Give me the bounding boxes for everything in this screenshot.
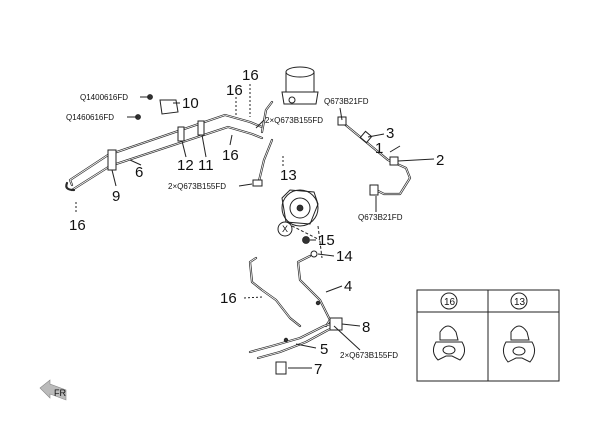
clip-13-drawing bbox=[502, 325, 536, 363]
callout-labels: 1 2 3 4 5 6 7 8 9 10 11 12 13 14 15 16 1… bbox=[69, 67, 444, 378]
code-q1400616fd: Q1400616FD bbox=[80, 93, 128, 102]
callout-4: 4 bbox=[344, 278, 352, 295]
callout-9: 9 bbox=[112, 188, 120, 205]
pressure-line-assembly bbox=[65, 94, 274, 192]
callout-16-top: 16 bbox=[242, 67, 259, 84]
front-label: FR bbox=[54, 388, 66, 398]
code-q673b21-low: Q673B21FD bbox=[358, 213, 403, 222]
washer-14 bbox=[310, 250, 318, 258]
callout-16-lower: 16 bbox=[220, 290, 237, 307]
view-x-label: X bbox=[282, 224, 288, 234]
pipe-clamp-9 bbox=[107, 149, 117, 171]
legend-label-13: 13 bbox=[514, 297, 526, 308]
callout-3: 3 bbox=[386, 125, 394, 142]
front-direction-arrow-icon: FR bbox=[39, 379, 66, 401]
bracket-10 bbox=[159, 99, 179, 115]
callout-16-mid: 16 bbox=[226, 82, 243, 99]
legend-circle-16 bbox=[440, 292, 458, 310]
callout-2: 2 bbox=[436, 152, 444, 169]
legend-label-16: 16 bbox=[444, 297, 456, 308]
legend-circle-13 bbox=[510, 292, 528, 310]
code-q673b155-mid: 2×Q673B155FD bbox=[168, 182, 226, 191]
leader-lines bbox=[75, 84, 435, 369]
pipe-end-lower bbox=[369, 184, 379, 196]
steering-pump: X bbox=[277, 189, 323, 259]
clamp-2 bbox=[389, 156, 399, 166]
callout-15: 15 bbox=[318, 232, 335, 249]
pipe-clamp-11 bbox=[197, 120, 205, 136]
callout-14: 14 bbox=[336, 248, 353, 265]
callout-6: 6 bbox=[135, 164, 143, 181]
pipe-clamp-12 bbox=[177, 126, 185, 142]
lower-hose-assembly bbox=[248, 236, 343, 375]
clip-16-drawing bbox=[432, 325, 466, 361]
clip-detail-legend: 16 13 bbox=[416, 289, 560, 382]
code-q673b21-top: Q673B21FD bbox=[324, 97, 369, 106]
clamp-3 bbox=[359, 130, 373, 144]
callout-11: 11 bbox=[198, 157, 214, 174]
return-pipe-1 bbox=[337, 116, 412, 196]
part-code-labels: Q1400616FD Q1460616FD 2×Q673B155FD 2×Q67… bbox=[66, 93, 403, 360]
callout-5: 5 bbox=[320, 341, 328, 358]
code-q673b155-top: 2×Q673B155FD bbox=[265, 116, 323, 125]
view-x-marker bbox=[277, 221, 293, 237]
callout-1: 1 bbox=[375, 140, 383, 157]
callout-16-clip: 16 bbox=[222, 147, 239, 164]
callout-16-left: 16 bbox=[69, 217, 86, 234]
clamp-7 bbox=[275, 361, 287, 375]
callout-10: 10 bbox=[182, 95, 199, 112]
fluid-reservoir bbox=[281, 66, 319, 105]
callout-7: 7 bbox=[314, 361, 322, 378]
callout-13: 13 bbox=[280, 167, 297, 184]
callout-8: 8 bbox=[362, 319, 370, 336]
callout-12: 12 bbox=[177, 157, 194, 174]
code-q673b155-low: 2×Q673B155FD bbox=[340, 351, 398, 360]
hose-end-13 bbox=[252, 179, 263, 187]
code-q1460616fd: Q1460616FD bbox=[66, 113, 114, 122]
banjo-bolt-15 bbox=[302, 236, 310, 244]
